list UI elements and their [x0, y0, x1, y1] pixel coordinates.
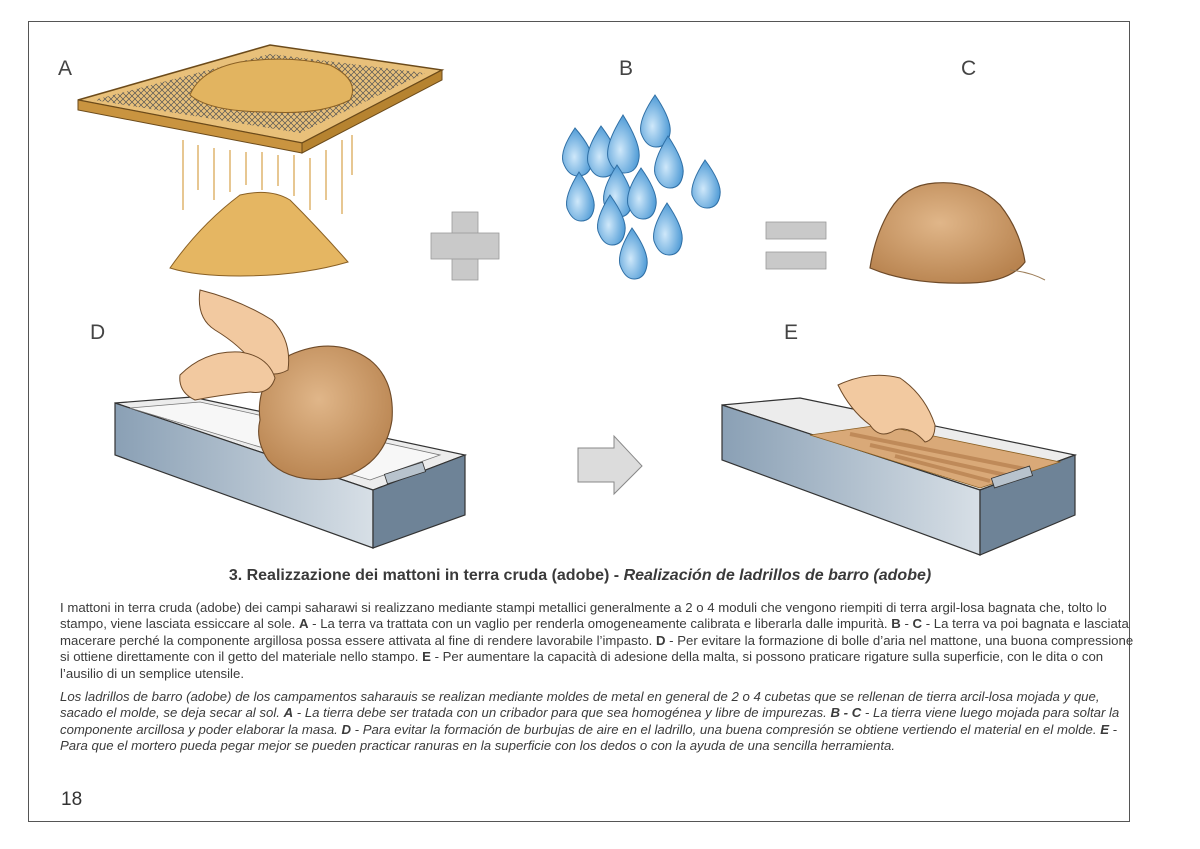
step-key-b-c: B - C — [830, 705, 862, 721]
section-title-es: Realización de ladrillos de barro (adobe… — [623, 567, 932, 584]
plus-icon — [430, 211, 500, 281]
panel-label-e: E — [784, 321, 799, 344]
panel-label-c: C — [961, 57, 977, 80]
page-number: 18 — [61, 789, 83, 810]
section-title-it: 3. Realizzazione dei mattoni in terra cr… — [228, 567, 624, 584]
step-key-d: D — [341, 721, 352, 737]
step-key-e: E — [1100, 721, 1109, 737]
sieve-sand-illustration — [77, 44, 445, 277]
paragraph-italian-text: - — [900, 616, 913, 632]
paragraph-spanish-text: Los ladrillos de barro (adobe) de los ca… — [60, 689, 1100, 721]
paragraph-italian-text: I mattoni in terra cruda (adobe) dei cam… — [60, 600, 1107, 632]
step-key-d: D — [655, 632, 666, 648]
step-key-b: B — [891, 616, 901, 632]
panel-label-d: D — [90, 321, 106, 344]
illustration-area — [77, 44, 1078, 556]
paragraph-spanish-text: - Para que el mortero pueda pegar mejor … — [60, 721, 1118, 754]
paragraph-spanish-text: - Para evitar la formación de burbujas d… — [351, 721, 1101, 737]
paragraph-italian-text: - Per aumentare la capacità di adesione … — [60, 649, 1104, 681]
paragraph-italian: I mattoni in terra cruda (adobe) dei cam… — [60, 600, 1138, 682]
clay-lump-illustration — [869, 182, 1046, 284]
paragraph-italian-text: - La terra va trattata con un vaglio per… — [308, 616, 892, 632]
panel-label-a: A — [58, 57, 73, 80]
page-frame — [28, 21, 1130, 822]
paragraph-italian-text: - Per evitare la formazione di bolle d’a… — [60, 632, 1134, 665]
section-title: 3. Realizzazione dei mattoni in terra cr… — [0, 567, 1160, 585]
water-drops-illustration — [562, 94, 721, 280]
paragraph-spanish-text: - La tierra debe ser tratada con un crib… — [293, 705, 831, 721]
step-key-e: E — [422, 649, 431, 665]
paragraph-spanish: Los ladrillos de barro (adobe) de los ca… — [60, 689, 1138, 755]
arrow-right-icon — [577, 434, 643, 496]
paragraph-italian-text: - La terra va poi bagnata e lasciata mac… — [60, 616, 1129, 648]
mould-fill-illustration — [114, 289, 468, 549]
equals-icon — [765, 221, 827, 270]
panel-label-b: B — [619, 57, 634, 80]
step-key-c: C — [912, 616, 923, 632]
step-key-a: A — [298, 616, 309, 632]
paragraph-spanish-text: - La tierra viene luego mojada para solt… — [60, 705, 1120, 737]
step-key-a: A — [283, 705, 294, 721]
mould-groove-illustration — [721, 374, 1078, 556]
